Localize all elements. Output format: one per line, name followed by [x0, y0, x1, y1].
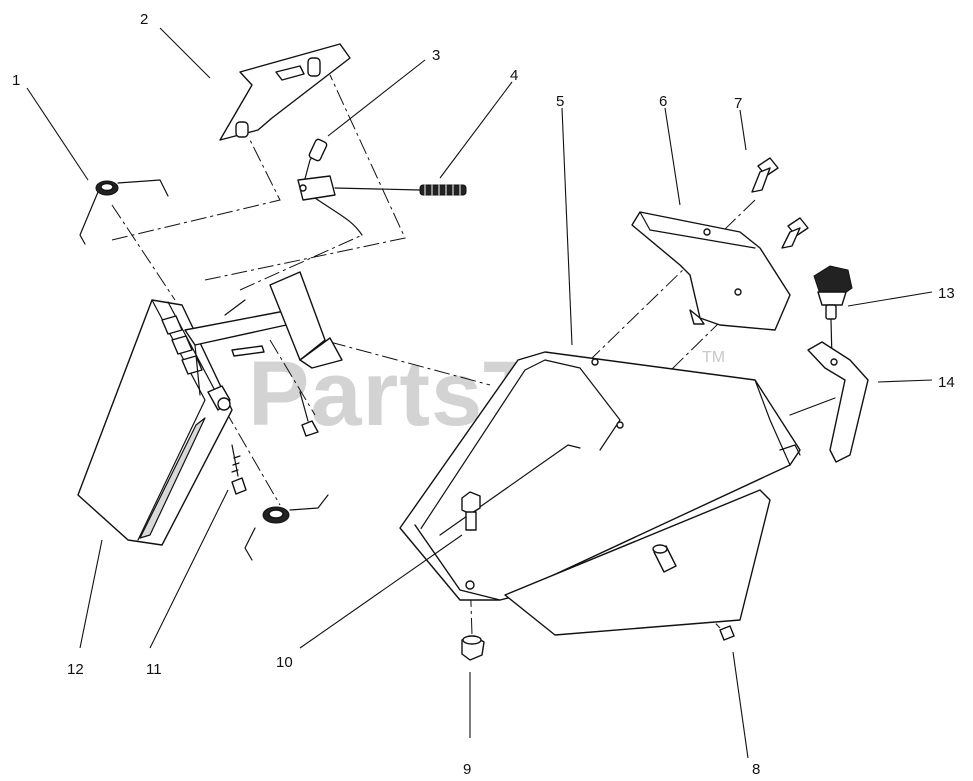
- callout-labels: 1 2 3 4 5 6 7 8 9 10 11 12 13 14: [12, 11, 955, 778]
- callout-6: 6: [659, 93, 667, 110]
- part-7-bolts: [751, 157, 809, 249]
- watermark-trademark: TM: [702, 349, 725, 366]
- part-5-chute-body: [399, 351, 836, 636]
- callout-13: 13: [938, 285, 955, 302]
- callout-leaders: [26, 27, 933, 759]
- pivot-bracket-assembly: [184, 271, 343, 396]
- callout-11: 11: [146, 661, 162, 678]
- part-10-bolt: [461, 491, 481, 531]
- callout-14: 14: [938, 374, 955, 391]
- part-11-screw: [231, 391, 319, 495]
- part-1-torsion-spring: [79, 179, 169, 245]
- part-9-nut: [461, 635, 485, 661]
- part-8-pin-and-screw: [652, 544, 735, 641]
- lower-torsion-spring: [244, 494, 329, 561]
- part-2-latch-plate: [219, 43, 351, 141]
- callout-3: 3: [432, 47, 440, 64]
- callout-10: 10: [276, 654, 293, 671]
- part-12-cover-panel: [77, 299, 233, 546]
- part-6-deflector-bracket: [631, 211, 791, 331]
- callout-5: 5: [556, 93, 564, 110]
- callout-9: 9: [463, 761, 471, 778]
- part-13-knob: [813, 265, 853, 361]
- callout-8: 8: [752, 761, 760, 778]
- callout-1: 1: [12, 72, 20, 89]
- part-14-lever: [807, 341, 869, 463]
- part-3-latch-rod: [297, 138, 363, 236]
- part-4-compression-spring: [334, 184, 467, 196]
- callout-2: 2: [140, 11, 148, 28]
- callout-7: 7: [734, 95, 742, 112]
- callout-12: 12: [67, 661, 84, 678]
- callout-4: 4: [510, 67, 518, 84]
